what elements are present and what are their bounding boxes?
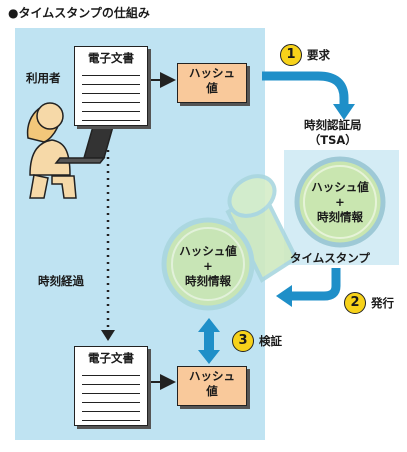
step-1-label: 要求: [307, 48, 330, 62]
tsa-stamp-text-line1: ハッシュ値: [311, 180, 369, 194]
step-2-label: 発行: [371, 296, 394, 310]
large-stamp-text-line1: ハッシュ値: [179, 244, 237, 258]
hash-box-top-line2: 値: [206, 81, 218, 95]
step-3-badge: 3: [232, 330, 254, 352]
step-1-badge: 1: [280, 44, 302, 66]
person-icon: [26, 102, 77, 199]
elapsed-time-label: 時刻経過: [38, 274, 84, 288]
large-stamp-text-line3: 時刻情報: [185, 274, 231, 288]
request-arrowhead: [333, 104, 355, 120]
user-label: 利用者: [26, 71, 61, 85]
laptop-icon: [54, 115, 117, 164]
verify-arrowhead-up: [198, 318, 220, 332]
diagram-title: ●タイムスタンプの仕組み: [8, 6, 150, 20]
large-stamp-text-line2: +: [203, 259, 213, 273]
tsa-stamp-text-line2: +: [335, 195, 345, 209]
hash-box-bottom-line2: 値: [206, 384, 218, 398]
document-top-title: 電子文書: [88, 51, 134, 65]
tsa-stamp-text: ハッシュ値 + 時刻情報: [302, 180, 378, 225]
document-top: 電子文書: [74, 46, 148, 126]
elapsed-time-arrowhead: [101, 330, 115, 341]
stamp-icon-large: [161, 174, 299, 311]
issue-arrow: [290, 268, 341, 301]
step-3-label: 検証: [259, 334, 282, 348]
document-bottom-title: 電子文書: [88, 351, 134, 365]
large-stamp-text: ハッシュ値 + 時刻情報: [170, 244, 246, 289]
step-2-badge: 2: [344, 292, 366, 314]
hash-box-bottom-line1: ハッシュ: [189, 369, 235, 383]
stamp-icon-tsa: [294, 156, 386, 248]
issue-arrowhead: [276, 285, 292, 307]
tsa-label: 時刻認証局 （TSA）: [304, 118, 362, 148]
request-arrow: [262, 71, 349, 108]
hash-box-bottom: ハッシュ 値: [177, 366, 247, 406]
verify-arrow-shaft: [204, 330, 214, 352]
hash-box-top: ハッシュ 値: [177, 63, 247, 103]
stamp-caption: タイムスタンプ: [290, 251, 370, 265]
hash-box-top-line1: ハッシュ: [189, 66, 235, 80]
verify-arrowhead-down: [198, 350, 220, 364]
tsa-stamp-text-line3: 時刻情報: [317, 210, 363, 224]
tsa-label-line2: （TSA）: [308, 133, 357, 147]
document-bottom: 電子文書: [74, 346, 148, 426]
tsa-label-line1: 時刻認証局: [304, 118, 362, 132]
